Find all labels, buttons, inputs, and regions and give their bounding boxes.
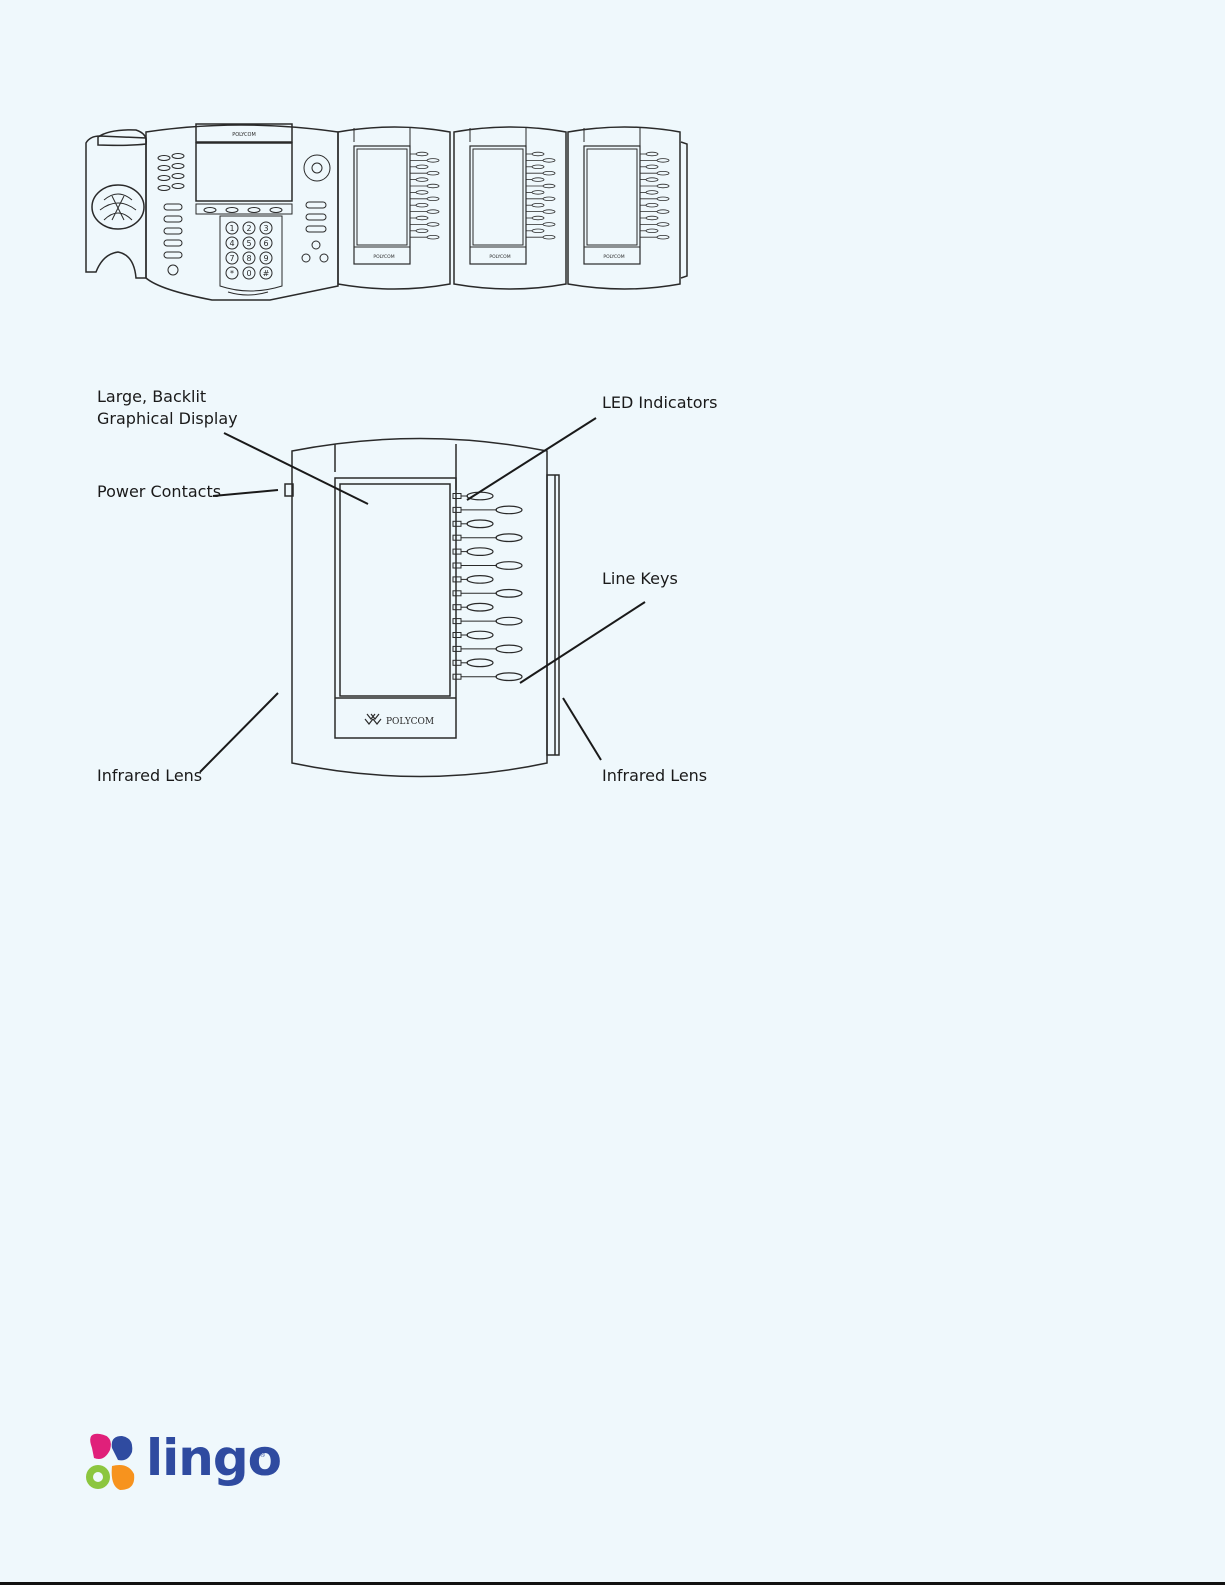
keypad-key: 0: [243, 267, 255, 279]
lingo-logo-mark: [86, 1434, 134, 1490]
callout-led-indicators: LED Indicators: [602, 392, 717, 414]
callout-power-contacts: Power Contacts: [97, 481, 221, 503]
module-brand-label: POLYCOM: [489, 254, 510, 260]
keypad-key: 7: [226, 252, 238, 264]
keypad-key-label: 3: [263, 224, 268, 233]
large-backlit-display: [340, 484, 450, 696]
callout-display-line1: Large, Backlit: [97, 386, 238, 408]
keypad-key-label: 0: [246, 269, 251, 278]
keypad-key-label: 2: [246, 224, 251, 233]
module-side-rail-detail: [547, 475, 559, 755]
line-key: [453, 659, 493, 667]
keypad-key-label: 6: [263, 239, 268, 248]
keypad-key-label: 8: [246, 254, 251, 263]
keypad-key: 4: [226, 237, 238, 249]
callout-display: Large, Backlit Graphical Display: [97, 386, 238, 430]
expansion-module: POLYCOM: [568, 127, 680, 289]
phone-brand-label: POLYCOM: [232, 132, 256, 138]
phone-display: [196, 143, 292, 201]
polycom-logo: POLYCOM: [365, 714, 434, 727]
line-key: [453, 673, 522, 681]
phone-system-illustration: POLYCOM: [86, 124, 687, 300]
keypad-key: 1: [226, 222, 238, 234]
expansion-module: POLYCOM: [454, 127, 566, 289]
callout-display-line2: Graphical Display: [97, 408, 238, 430]
expansion-module: POLYCOM: [338, 127, 450, 289]
keypad-key-label: #: [263, 269, 270, 278]
keypad-key: 8: [243, 252, 255, 264]
line-key: [453, 603, 493, 611]
keypad-key: 5: [243, 237, 255, 249]
keypad-key: #: [260, 267, 272, 279]
line-key: [453, 617, 522, 625]
phone-keypad: 1 2 3 4 5 6 7 8 9 * 0 #: [226, 222, 272, 279]
line-key: [453, 562, 522, 570]
line-key: [453, 576, 493, 584]
line-key: [453, 631, 493, 639]
keypad-key-label: *: [230, 269, 234, 278]
keypad-key-label: 1: [229, 224, 234, 233]
keypad-key-label: 7: [229, 254, 234, 263]
callout-infrared-lens-right: Infrared Lens: [602, 765, 707, 787]
expansion-module-detail: POLYCOM: [200, 418, 645, 777]
keypad-key-label: 9: [263, 254, 268, 263]
line-key: [453, 590, 522, 598]
expansion-modules: POLYCOM POLYCOM POLYCOM: [338, 127, 680, 289]
module-brand-label: POLYCOM: [373, 254, 394, 260]
keypad-key: 6: [260, 237, 272, 249]
keypad-key: 9: [260, 252, 272, 264]
callout-infrared-lens-left: Infrared Lens: [97, 765, 202, 787]
polycom-brand-label: POLYCOM: [386, 717, 434, 727]
line-key: [453, 506, 522, 514]
keypad-key: 2: [243, 222, 255, 234]
keypad-key: 3: [260, 222, 272, 234]
module-display-frame: [335, 478, 456, 738]
line-keys: [453, 492, 522, 680]
phone-base: POLYCOM: [146, 124, 338, 300]
module-brand-label: POLYCOM: [603, 254, 624, 260]
keypad-key-label: 4: [229, 239, 234, 248]
line-key: [453, 520, 493, 528]
handset: [86, 130, 146, 278]
keypad-key-label: 5: [246, 239, 251, 248]
line-key: [453, 534, 522, 542]
keypad-key: *: [226, 267, 238, 279]
module-side-rail: [681, 142, 687, 278]
line-key: [453, 645, 522, 653]
registered-mark: ®: [260, 1452, 265, 1459]
callout-line-keys: Line Keys: [602, 568, 678, 590]
line-key: [453, 548, 493, 556]
